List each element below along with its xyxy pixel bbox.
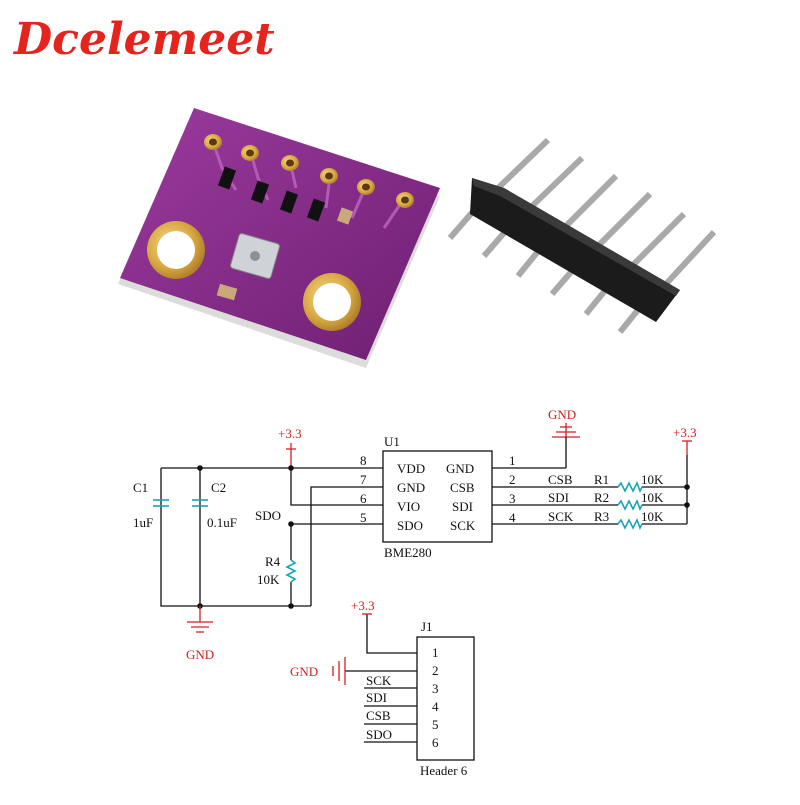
- pin-name-sdi: SDI: [452, 499, 473, 514]
- j1-pin-5: 5: [432, 717, 439, 732]
- pin-name-csb: CSB: [450, 480, 475, 495]
- pin-num-3: 3: [509, 491, 516, 506]
- ground-label-top: GND: [548, 407, 576, 422]
- net-label-sck: SCK: [548, 509, 574, 524]
- pin-name-gnd-left: GND: [397, 480, 425, 495]
- ground-label-j1: GND: [290, 664, 318, 679]
- j1-pin-6: 6: [432, 735, 439, 750]
- resistor-r1: [617, 481, 643, 493]
- smd-resistors: [217, 166, 354, 225]
- pin-num-8: 8: [360, 453, 367, 468]
- net-label-sdi: SDI: [548, 490, 569, 505]
- j1-ref: J1: [421, 619, 433, 634]
- u1-body: [382, 450, 493, 543]
- ground-label-bottom: GND: [186, 647, 214, 662]
- capacitor-c2: [192, 499, 208, 507]
- pcb-pads: [204, 134, 414, 208]
- pin-name-sck: SCK: [450, 518, 476, 533]
- c1-value: 1uF: [133, 515, 153, 530]
- r1-value: 10K: [641, 472, 664, 487]
- pin-num-1: 1: [509, 453, 516, 468]
- r4-value: 10K: [257, 572, 280, 587]
- c2-value: 0.1uF: [207, 515, 237, 530]
- j1-pin-3: 3: [432, 681, 439, 696]
- u1-part: BME280: [384, 545, 432, 560]
- r4-ref: R4: [265, 554, 281, 569]
- capacitor-c1: [153, 499, 169, 507]
- u1-ref: U1: [384, 434, 400, 449]
- bme280-module-photo: [118, 108, 440, 368]
- r2-ref: R2: [594, 490, 609, 505]
- power-label-j1: +3.3: [351, 598, 375, 613]
- pin-name-vdd: VDD: [397, 461, 425, 476]
- mounting-holes: [147, 221, 361, 331]
- j1-net-sck: SCK: [366, 673, 392, 688]
- pin-name-sdo: SDO: [397, 518, 423, 533]
- pcb-traces: [211, 141, 405, 229]
- pin-num-4: 4: [509, 510, 516, 525]
- j1-net-sdo: SDO: [366, 727, 392, 742]
- brand-logo: Dcelemeet: [12, 14, 275, 65]
- smd-capacitor: [216, 283, 238, 301]
- r3-value: 10K: [641, 509, 664, 524]
- j1-net-csb: CSB: [366, 708, 391, 723]
- resistor-r2: [617, 499, 643, 511]
- power-label-left: +3.3: [278, 426, 302, 441]
- j1-pin-1: 1: [432, 645, 439, 660]
- sdo-net-label: SDO: [255, 508, 281, 523]
- pin-num-7: 7: [360, 472, 367, 487]
- left-wiring: [160, 455, 383, 609]
- sensor-vent: [250, 251, 260, 261]
- c2-ref: C2: [211, 480, 226, 495]
- j1-wiring: [345, 614, 417, 743]
- pin-num-6: 6: [360, 491, 367, 506]
- net-label-csb: CSB: [548, 472, 573, 487]
- ground-symbol-j1: [332, 657, 346, 685]
- r3-ref: R3: [594, 509, 609, 524]
- pin-name-vio: VIO: [397, 499, 420, 514]
- resistor-r3: [617, 518, 643, 530]
- j1-name: Header 6: [420, 763, 468, 778]
- power-label-right: +3.3: [673, 425, 697, 440]
- pin-name-gnd-right: GND: [446, 461, 474, 476]
- bme280-schematic: U1 BME280 VDD GND VIO SDO 8 7 6 5 GND CS…: [133, 407, 697, 778]
- r2-value: 10K: [641, 490, 664, 505]
- pin-num-5: 5: [360, 510, 367, 525]
- r1-ref: R1: [594, 472, 609, 487]
- pin-num-2: 2: [509, 472, 516, 487]
- ground-symbol-top: [552, 423, 580, 468]
- j1-body: [416, 636, 475, 761]
- resistor-r4: [285, 559, 297, 583]
- j1-pin-4: 4: [432, 699, 439, 714]
- ground-symbol-bottom: [187, 606, 213, 633]
- j1-pin-2: 2: [432, 663, 439, 678]
- pin-header-photo: [447, 137, 717, 334]
- right-wiring: [492, 446, 690, 525]
- c1-ref: C1: [133, 480, 148, 495]
- pin-header-housing: [470, 178, 680, 322]
- j1-net-sdi: SDI: [366, 690, 387, 705]
